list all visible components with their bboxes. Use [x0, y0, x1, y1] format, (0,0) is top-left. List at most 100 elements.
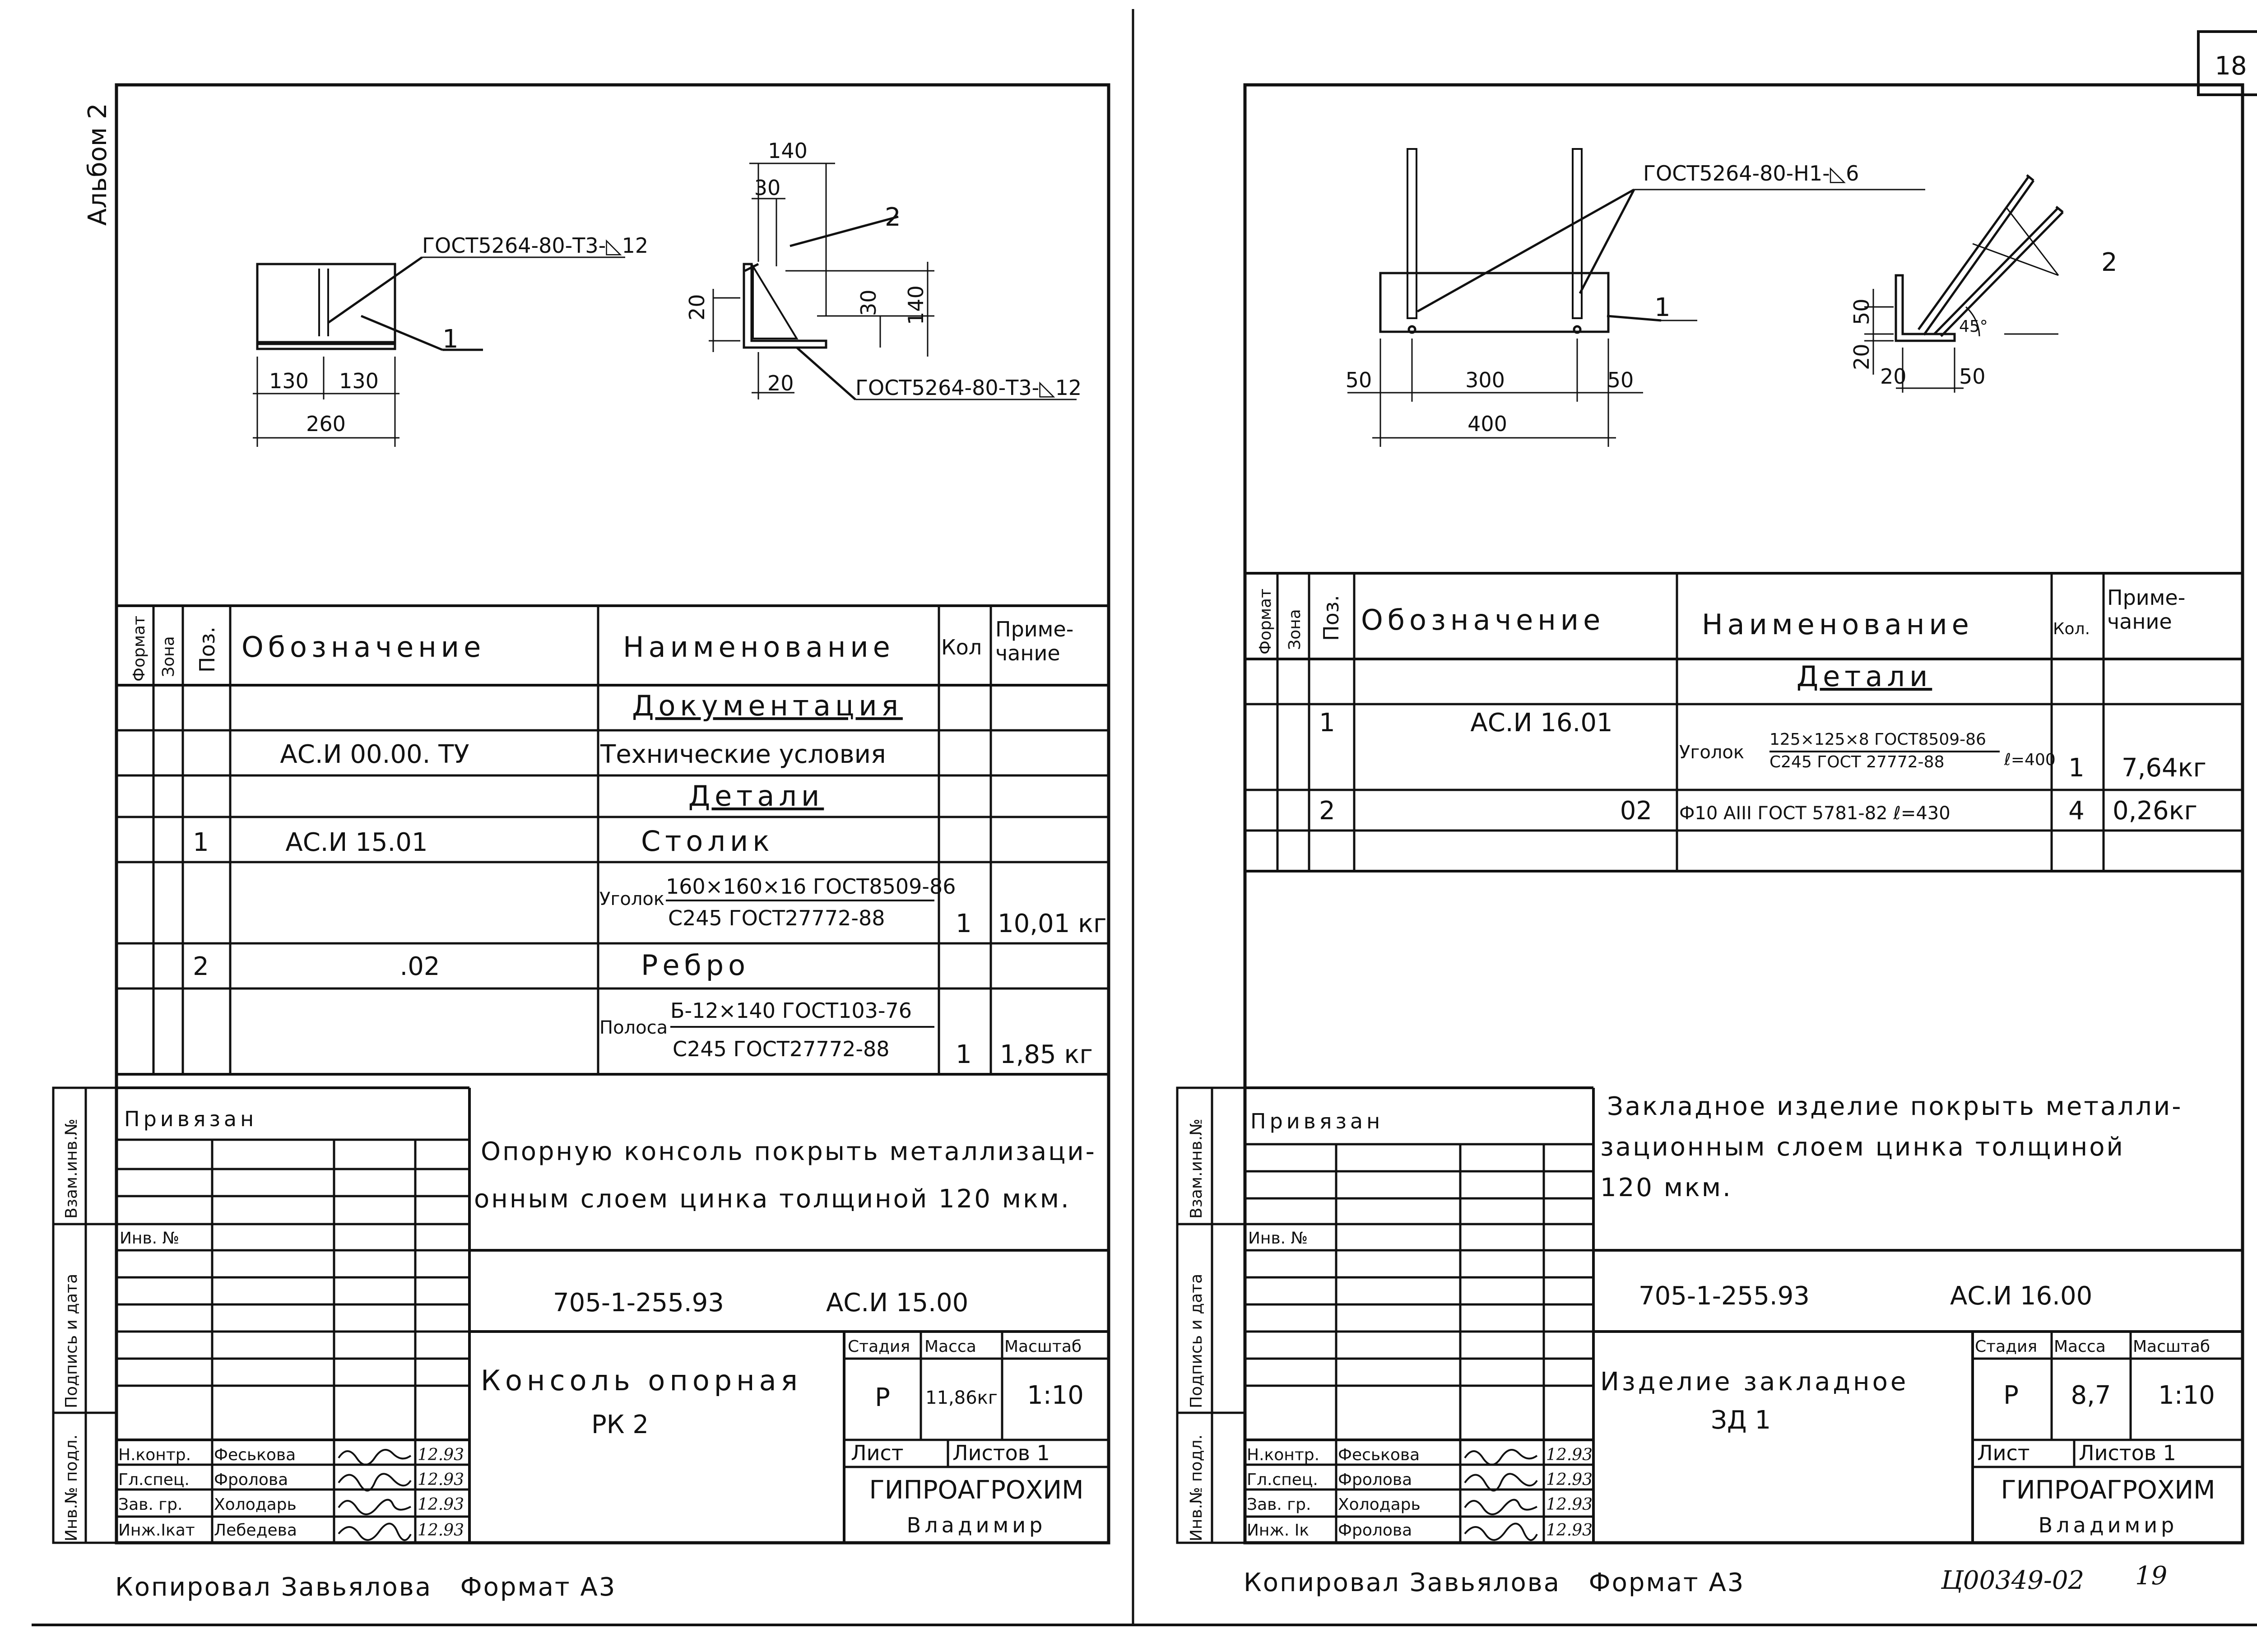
right-p3-role: Инж. Iк: [1247, 1521, 1309, 1540]
left-p3-role: Инж.Iкат: [118, 1521, 195, 1540]
right-row1-qty: 1: [2068, 753, 2085, 783]
left-fig2-dim-20a: 20: [685, 294, 709, 320]
left-doc: АС.И 15.00: [826, 1288, 968, 1318]
right-p3-name: Фролова: [1338, 1521, 1412, 1540]
sheet-text: 18 Альбом 2 ГОСТ5264-80-Т3-◺12 130 130 2…: [62, 51, 2247, 1602]
left-hdr-pos: Поз.: [195, 626, 219, 673]
right-fig2-pos: 2: [2101, 248, 2118, 277]
right-p0-role: Н.контр.: [1247, 1446, 1319, 1464]
right-figure-1: [1347, 148, 1925, 447]
left-row6-bottom: С245 ГОСТ27772-88: [673, 1037, 889, 1061]
right-row1-des: АС.И 16.01: [1470, 708, 1612, 738]
left-fig2-dim-top: 140: [768, 139, 808, 163]
album-label: Альбом 2: [83, 103, 112, 226]
left-stage-h: Стадия: [848, 1337, 910, 1356]
right-figure-2: [1864, 174, 2064, 393]
left-row3-pos: 1: [193, 828, 209, 857]
left-p1-date: 12.93: [418, 1471, 464, 1489]
right-fig2-dim-50: 50: [1849, 298, 1874, 325]
right-org: ГИПРОАГРОХИМ: [2001, 1476, 2215, 1505]
right-row1-bottom: С245 ГОСТ 27772-88: [1769, 753, 1944, 771]
left-fig1-dim-a: 130: [269, 369, 309, 393]
left-p2-role: Зав. гр.: [118, 1495, 182, 1514]
right-row1-note: 7,64кг: [2122, 753, 2206, 783]
right-p1-role: Гл.спец.: [1247, 1471, 1318, 1489]
right-row1-top: 125×125×8 ГОСТ8509-86: [1769, 730, 1986, 749]
left-title-1: Консоль опорная: [481, 1364, 802, 1397]
right-p1-date: 12.93: [1546, 1471, 1593, 1489]
left-row4-bottom: С245 ГОСТ27772-88: [668, 906, 885, 930]
left-hdr-qty: Кол: [941, 635, 982, 659]
left-fig1-weld: ГОСТ5264-80-Т3-◺12: [422, 233, 648, 258]
left-side-inv: Инв.№ подл.: [62, 1434, 81, 1541]
right-side-vzam: Взам.инв.№: [1187, 1118, 1206, 1219]
left-hdr-format: Формат: [130, 616, 149, 682]
left-p2-date: 12.93: [418, 1495, 464, 1514]
right-fig2-angle: 45°: [1959, 317, 1988, 336]
left-code: 705-1-255.93: [553, 1288, 724, 1318]
left-row4-prefix: Уголок: [599, 889, 664, 910]
left-row1-name: Технические условия: [600, 740, 886, 769]
right-city: Владимир: [2039, 1513, 2178, 1537]
right-mass: 8,7: [2071, 1381, 2111, 1410]
left-row3-des: АС.И 15.01: [285, 828, 427, 857]
left-fig2-dim-30a: 30: [754, 176, 781, 200]
right-hdr-zone: Зона: [1286, 609, 1304, 650]
left-fig2-weld: ГОСТ5264-80-Т3-◺12: [855, 376, 1082, 400]
left-note-1: Опорную консоль покрыть металлизаци-: [481, 1137, 1096, 1166]
right-sheets: Листов 1: [2079, 1441, 2176, 1465]
right-side-sign: Подпись и дата: [1187, 1274, 1206, 1408]
left-scale-h: Масштаб: [1004, 1337, 1082, 1356]
left-side-vzam: Взам.инв.№: [62, 1118, 81, 1219]
right-p2-name: Холодарь: [1338, 1495, 1421, 1514]
right-p0-date: 12.93: [1546, 1446, 1593, 1464]
left-row4-note: 10,01 кг: [998, 909, 1106, 938]
right-hdr-pos: Поз.: [1319, 595, 1343, 641]
right-p2-date: 12.93: [1546, 1495, 1593, 1514]
left-fig1-dim-total: 260: [306, 412, 346, 436]
right-inv-no: Инв. №: [1248, 1229, 1308, 1248]
right-stage-h: Стадия: [1975, 1337, 2037, 1356]
right-p3-date: 12.93: [1546, 1521, 1593, 1540]
left-p0-date: 12.93: [418, 1446, 464, 1464]
left-p2-name: Холодарь: [214, 1495, 297, 1514]
right-privyazan: Привязан: [1250, 1109, 1384, 1133]
left-row5-pos: 2: [193, 952, 209, 981]
left-fig2-dim-140b: 140: [904, 285, 928, 325]
right-note-1: Закладное изделие покрыть металли-: [1607, 1092, 2183, 1121]
right-row2-qty: 4: [2068, 796, 2085, 826]
right-title-2: ЗД 1: [1711, 1406, 1771, 1435]
right-fig2-dim-20b: 20: [1880, 364, 1907, 389]
left-sheet: Лист: [851, 1441, 904, 1465]
right-doc: АС.И 16.00: [1950, 1281, 2092, 1311]
right-p2-role: Зав. гр.: [1247, 1495, 1311, 1514]
left-p1-name: Фролова: [214, 1471, 288, 1489]
left-fig1-pos: 1: [442, 325, 459, 354]
archive-number: Ц00349-02: [1941, 1566, 2084, 1595]
right-hdr-name: Наименование: [1702, 608, 1974, 641]
left-p3-name: Лебедева: [214, 1521, 297, 1540]
left-row4-qty: 1: [956, 909, 972, 938]
left-fig2-dim-20b: 20: [767, 371, 794, 395]
right-sheet: Лист: [1977, 1441, 2030, 1465]
left-hdr-name: Наименование: [623, 631, 895, 664]
left-figure-2: [709, 162, 1077, 400]
left-fig2-pos: 2: [885, 203, 901, 232]
left-row6-top: Б-12×140 ГОСТ103-76: [670, 998, 912, 1023]
left-fig1-dim-b: 130: [339, 369, 379, 393]
left-p0-role: Н.контр.: [118, 1446, 191, 1464]
right-footer: Копировал Завьялова Формат А3: [1244, 1568, 1745, 1597]
right-fig1-dim-300: 300: [1465, 368, 1505, 392]
left-footer: Копировал Завьялова Формат А3: [115, 1573, 616, 1602]
right-row2-pos: 2: [1319, 796, 1335, 826]
right-row2-des: 02: [1620, 796, 1652, 826]
right-fig1-dim-400: 400: [1468, 412, 1507, 436]
right-title-1: Изделие закладное: [1600, 1367, 1909, 1397]
right-note-3: 120 мкм.: [1600, 1173, 1732, 1202]
right-code: 705-1-255.93: [1639, 1281, 1810, 1311]
right-fig1-dim-50b: 50: [1607, 368, 1634, 392]
right-row1-prefix: Уголок: [1679, 742, 1744, 763]
left-scale: 1:10: [1027, 1381, 1084, 1410]
left-row2-name: Детали: [688, 780, 824, 812]
left-row6-prefix: Полоса: [599, 1017, 668, 1038]
